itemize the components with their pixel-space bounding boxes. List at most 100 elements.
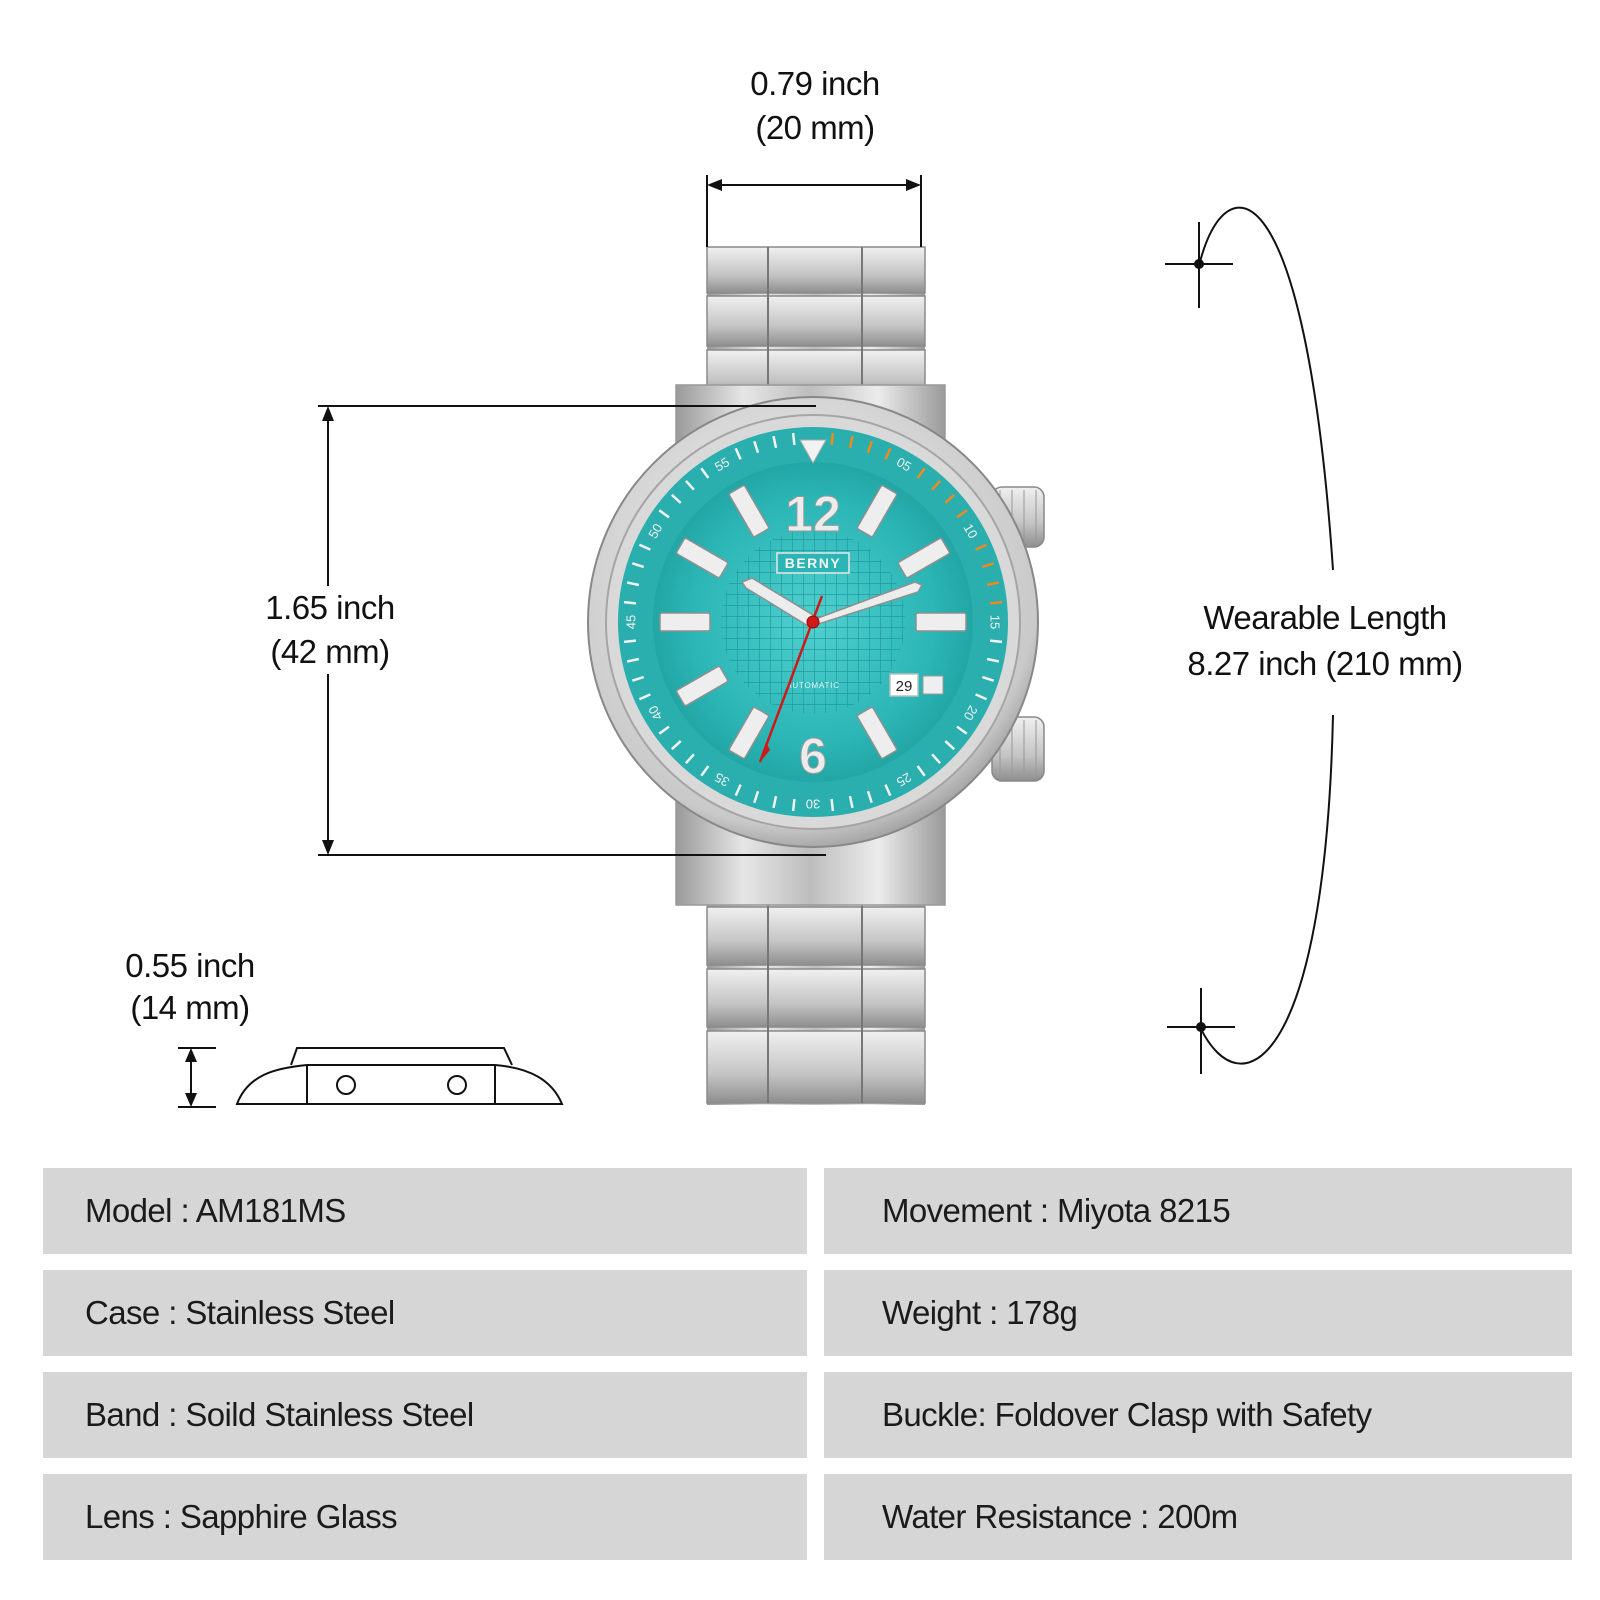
wearable-length-title: Wearable Length: [1203, 599, 1447, 636]
bezel-tick: [684, 479, 695, 491]
hour-marker: [897, 537, 951, 579]
bezel-tick: [986, 657, 1000, 663]
bezel-number: 20: [961, 703, 981, 723]
bezel-number: 35: [712, 770, 732, 790]
bezel-number: 45: [624, 615, 639, 629]
bezel-triangle-icon: [799, 439, 827, 465]
thickness-dimension: [178, 1047, 564, 1108]
bezel-tick: [916, 765, 926, 777]
bezel-tick: [944, 740, 956, 751]
bezel-tick: [830, 798, 835, 812]
wearable-length-value: 8.27 inch (210 mm): [1187, 645, 1463, 682]
wearable-length-dimension: [1165, 206, 1334, 1074]
hands-pivot: [806, 615, 820, 629]
spec-buckle: Buckle: Foldover Clasp with Safety: [824, 1372, 1572, 1458]
bezel-tick: [626, 657, 640, 663]
spec-movement: Movement : Miyota 8215: [824, 1168, 1572, 1254]
case-diameter-inch: 1.65 inch: [265, 589, 395, 626]
bezel-tick: [989, 600, 1003, 605]
bezel-tick: [916, 467, 926, 479]
hour-marker: [659, 612, 711, 632]
bezel-tick: [866, 440, 873, 454]
bezel-tick: [772, 795, 778, 809]
bezel-number: 10: [961, 521, 981, 541]
numeral-12: 12: [785, 486, 841, 542]
hour-markers: [659, 484, 967, 760]
bezel-tick: [956, 725, 968, 735]
brand-plate: [776, 552, 850, 574]
bezel-number: 50: [645, 521, 665, 541]
bezel-tick: [791, 432, 796, 446]
date-value: 29: [896, 678, 913, 695]
bezel-tick: [848, 795, 854, 809]
bezel-tick: [631, 562, 645, 569]
bezel-tick: [975, 543, 988, 551]
hour-marker: [675, 537, 729, 579]
bezel-tick: [638, 693, 651, 701]
hour-marker: [728, 484, 770, 538]
bezel-tick: [658, 725, 670, 735]
bezel-tick: [700, 765, 710, 777]
spec-weight: Weight : 178g: [824, 1270, 1572, 1356]
bezel-number: 25: [894, 770, 914, 790]
spec-table: Model : AM181MS Movement : Miyota 8215 C…: [43, 1168, 1573, 1560]
date-window: [889, 673, 919, 697]
lug-width-dimension: [706, 175, 922, 247]
thickness-inch: 0.55 inch: [125, 947, 255, 984]
hour-marker: [728, 706, 770, 760]
bezel-tick: [989, 639, 1003, 644]
bezel-tick: [734, 784, 742, 797]
bezel-tick: [848, 435, 854, 449]
bracelet-upper: [706, 246, 926, 402]
hour-marker: [915, 612, 967, 632]
lug-width-mm: (20 mm): [755, 109, 875, 146]
bezel-number: 15: [988, 615, 1003, 629]
wearable-length-label: Wearable Length 8.27 inch (210 mm): [1150, 595, 1500, 687]
hour-marker: [856, 706, 898, 760]
hour-marker: [675, 665, 729, 707]
bezel-tick: [791, 798, 796, 812]
bezel-tick: [944, 493, 956, 504]
dial-automatic-text: AUTOMATIC: [786, 681, 840, 690]
bezel-tick: [931, 753, 942, 765]
numeral-6: 6: [799, 728, 827, 784]
spec-band: Band : Soild Stainless Steel: [43, 1372, 807, 1458]
case-diameter-mm: (42 mm): [270, 633, 390, 670]
bezel-number: 05: [894, 454, 914, 474]
bezel-tick: [866, 790, 873, 804]
bezel-tick: [638, 543, 651, 551]
marker-3: [922, 675, 944, 695]
brand-logo: BERNY: [785, 555, 842, 571]
bezel-tick: [830, 432, 835, 446]
spec-case: Case : Stainless Steel: [43, 1270, 807, 1356]
hour-marker: [856, 484, 898, 538]
bezel-tick: [981, 675, 995, 682]
spec-water-resistance: Water Resistance : 200m: [824, 1474, 1572, 1560]
bezel-tick: [956, 509, 968, 519]
bezel-tick: [753, 790, 760, 804]
watch-hands: [740, 577, 924, 763]
bezel-tick: [670, 493, 682, 504]
bezel-tick: [700, 467, 710, 479]
thickness-mm: (14 mm): [130, 989, 250, 1026]
bezel-tick: [631, 675, 645, 682]
case-diameter-label: 1.65 inch (42 mm): [200, 586, 460, 674]
thickness-label: 0.55 inch (14 mm): [100, 945, 280, 1029]
bezel-tick: [975, 693, 988, 701]
bezel-tick: [981, 562, 995, 569]
bezel-tick: [734, 447, 742, 460]
bezel-tick: [884, 447, 892, 460]
bezel-tick: [623, 639, 637, 644]
bezel-tick: [626, 581, 640, 587]
bezel-tick: [772, 435, 778, 449]
bezel-tick: [986, 581, 1000, 587]
spec-model: Model : AM181MS: [43, 1168, 807, 1254]
spec-lens: Lens : Sapphire Glass: [43, 1474, 807, 1560]
bezel-tick: [670, 740, 682, 751]
bezel-number: 40: [645, 703, 665, 723]
bezel-tick: [753, 440, 760, 454]
bezel-tick: [931, 479, 942, 491]
bezel-tick: [884, 784, 892, 797]
